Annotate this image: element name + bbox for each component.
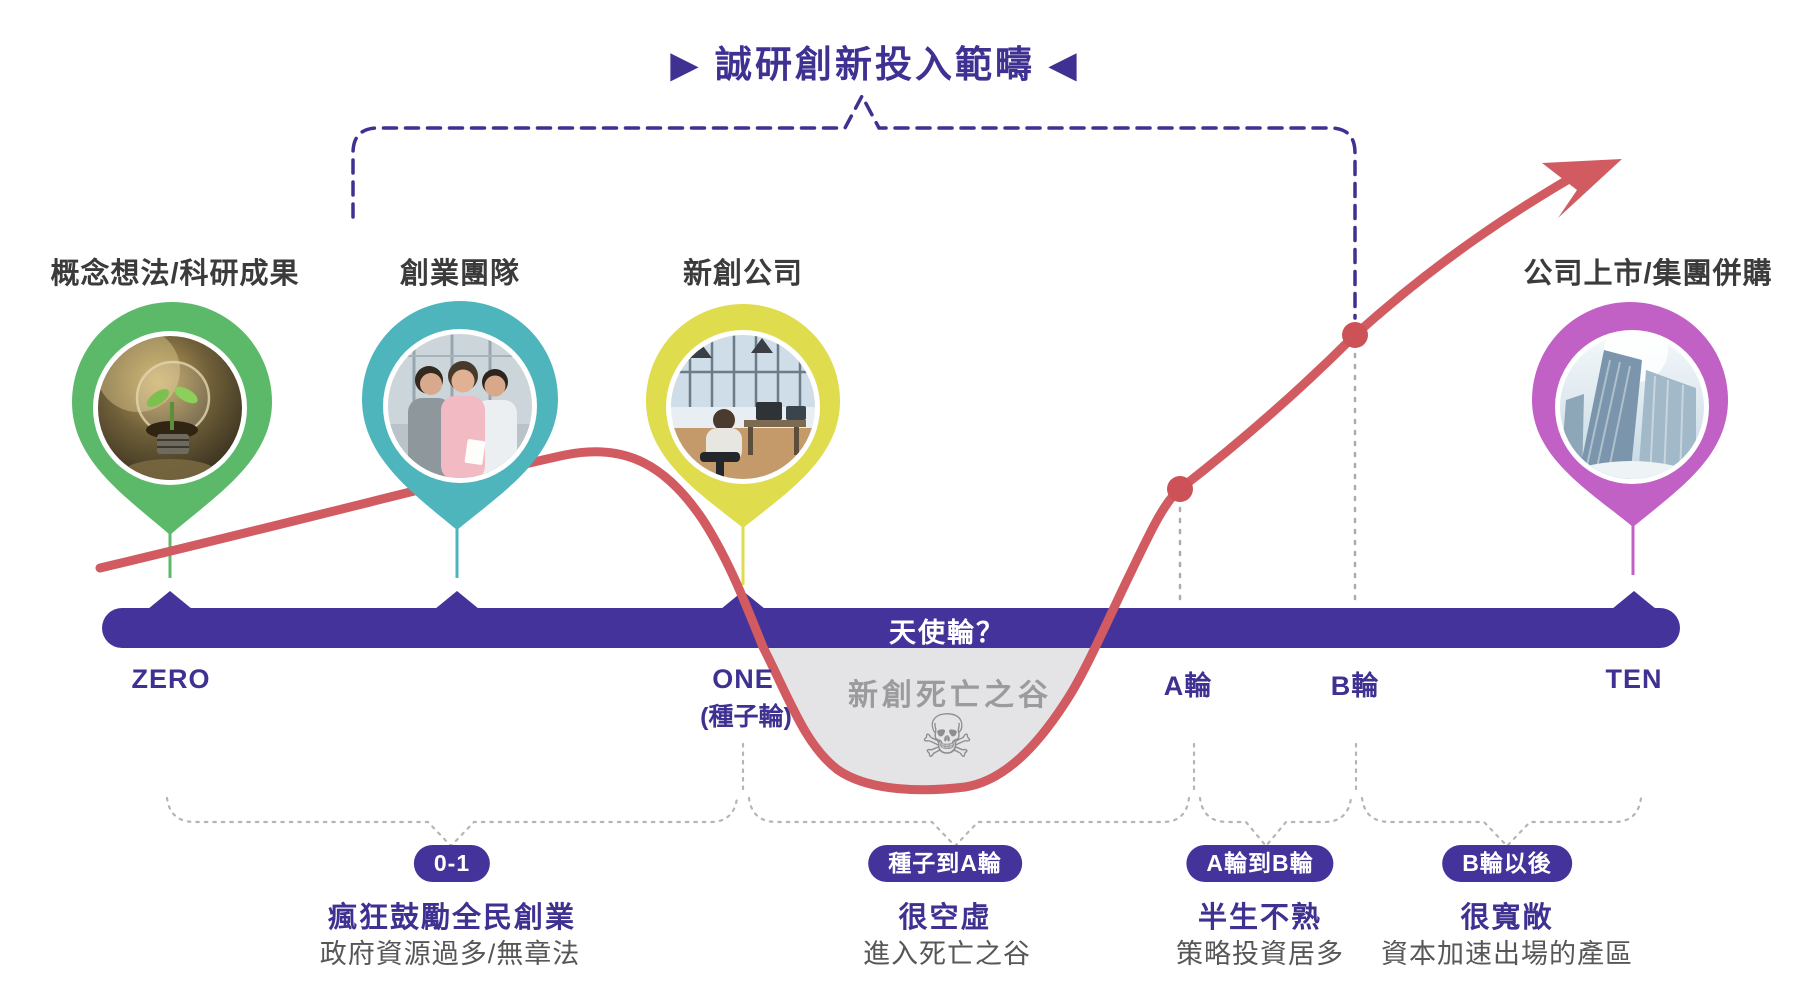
phase-subline-0-1: 政府資源過多/無章法 xyxy=(319,939,581,969)
skull-crossbones-icon: ☠ xyxy=(920,703,974,770)
tick-one-seed-sublabel: (種子輪) xyxy=(700,703,792,731)
stage-label-ipo: 公司上市/集團併購 xyxy=(1523,258,1773,290)
phase-badge-0-1: 0-1 xyxy=(413,845,491,882)
diagram-title: ▶ 誠研創新投入範疇 ◀ xyxy=(670,44,1080,85)
round-drop-lines xyxy=(1178,352,1357,602)
scope-bracket xyxy=(351,92,1357,320)
pin-idea xyxy=(72,302,272,535)
growth-curve xyxy=(95,163,1593,795)
phase-subline-after-b: 資本加速出場的產區 xyxy=(1381,939,1633,969)
phase-badge-seed-a: 種子到A輪 xyxy=(868,845,1022,882)
phase-headline-after-b: 很寬敞 xyxy=(1460,902,1554,934)
phase-headline-a-b: 半生不熟 xyxy=(1197,902,1323,934)
pin-corporate xyxy=(1532,302,1728,527)
growth-arrowhead xyxy=(1542,159,1622,218)
stage-label-startup: 新創公司 xyxy=(682,258,804,290)
lightbulb-plant-photo xyxy=(98,336,242,480)
phase-subline-a-b: 策略投資居多 xyxy=(1176,939,1344,969)
startup-team-photo xyxy=(388,334,532,478)
tick-ten: TEN xyxy=(1605,664,1663,694)
phase-headline-seed-a: 很空虛 xyxy=(898,902,992,934)
phase-badge-a-b: A輪到B輪 xyxy=(1186,845,1334,882)
tick-one: ONE xyxy=(712,664,774,694)
phase-headline-0-1: 瘋狂鼓勵全民創業 xyxy=(327,902,577,934)
phase-badge-after-b: B輪以後 xyxy=(1442,845,1572,882)
startup-office-photo xyxy=(671,335,815,479)
stage-label-team: 創業團隊 xyxy=(399,258,521,290)
tick-a-round: A輪 xyxy=(1163,671,1213,701)
tick-b-round: B輪 xyxy=(1330,671,1380,701)
angel-round-bar-label: 天使輪？ xyxy=(889,618,1005,648)
pin-office xyxy=(646,304,840,528)
tick-zero: ZERO xyxy=(131,664,211,694)
a-round-dot xyxy=(1167,476,1193,502)
pin-team xyxy=(361,300,558,530)
stage-label-idea: 概念想法/科研成果 xyxy=(50,258,300,290)
phase-subline-seed-a: 進入死亡之谷 xyxy=(863,939,1031,969)
death-valley-label: 新創死亡之谷 xyxy=(848,679,1052,712)
b-round-dot xyxy=(1342,322,1368,348)
death-valley-area xyxy=(763,647,1095,790)
pin-tails xyxy=(168,515,1635,585)
